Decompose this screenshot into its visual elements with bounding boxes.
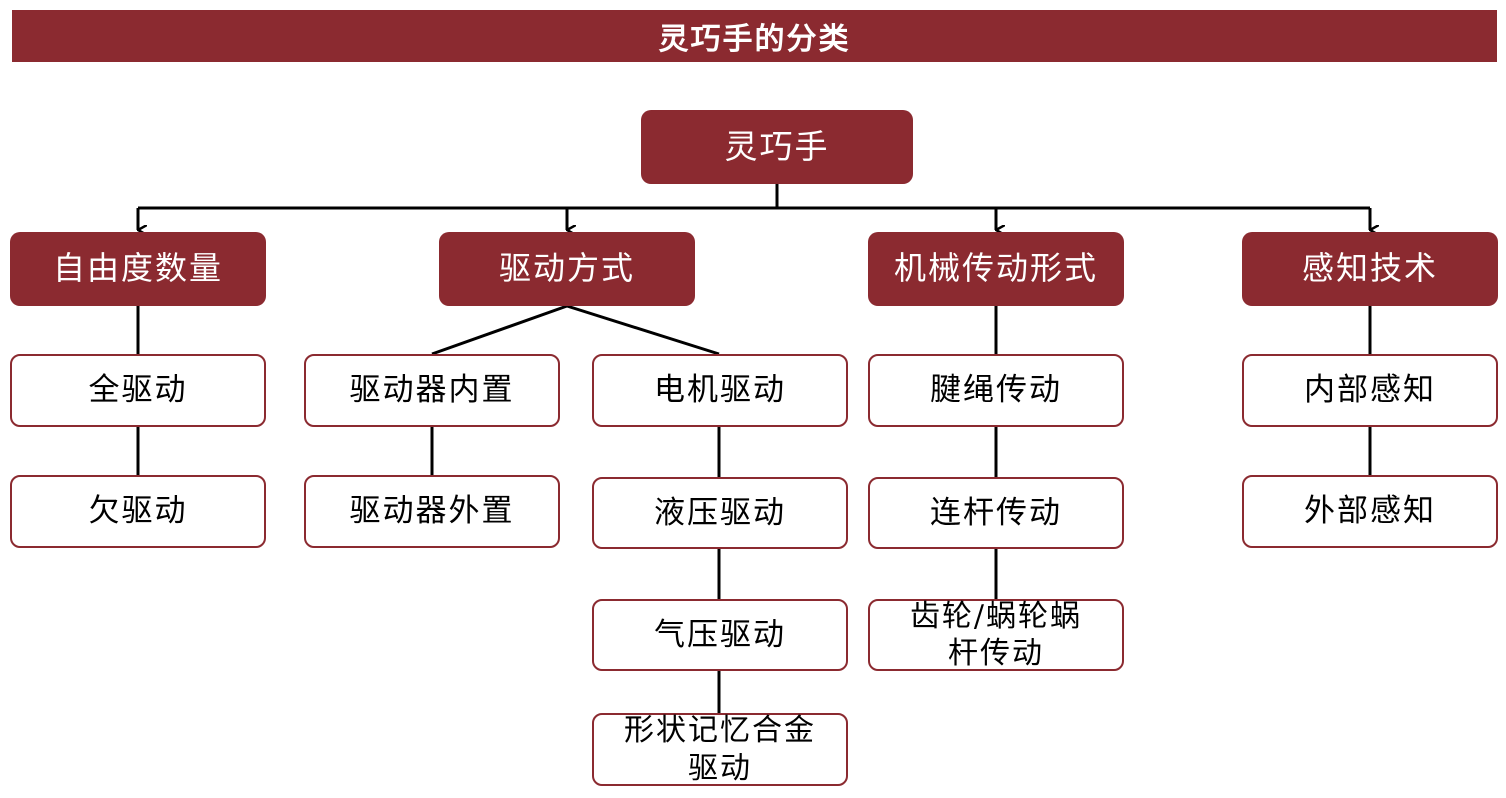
category-dof: 自由度数量 (10, 232, 266, 306)
node-under-actuation: 欠驱动 (10, 475, 266, 548)
node-tendon-transmission: 腱绳传动 (868, 354, 1124, 427)
node-external-sensing: 外部感知 (1242, 475, 1498, 548)
category-transmission: 机械传动形式 (868, 232, 1124, 306)
category-sensing: 感知技术 (1242, 232, 1498, 306)
node-internal-actuator: 驱动器内置 (304, 354, 560, 427)
node-hydraulic-drive: 液压驱动 (592, 477, 848, 549)
page-title: 灵巧手的分类 (658, 22, 851, 57)
node-motor-drive: 电机驱动 (592, 354, 848, 427)
node-gear-worm-transmission: 齿轮/蜗轮蜗杆传动 (868, 599, 1124, 671)
node-sma-drive: 形状记忆合金驱动 (592, 713, 848, 786)
link-drive-internal (431, 304, 568, 356)
node-internal-sensing: 内部感知 (1242, 354, 1498, 427)
link-drive-motor (566, 304, 720, 356)
category-drive: 驱动方式 (439, 232, 695, 306)
node-full-actuation: 全驱动 (10, 354, 266, 427)
node-pneumatic-drive: 气压驱动 (592, 599, 848, 671)
root-node: 灵巧手 (641, 110, 913, 184)
node-linkage-transmission: 连杆传动 (868, 477, 1124, 549)
node-external-actuator: 驱动器外置 (304, 475, 560, 548)
page-title-banner: 灵巧手的分类 (12, 10, 1497, 62)
